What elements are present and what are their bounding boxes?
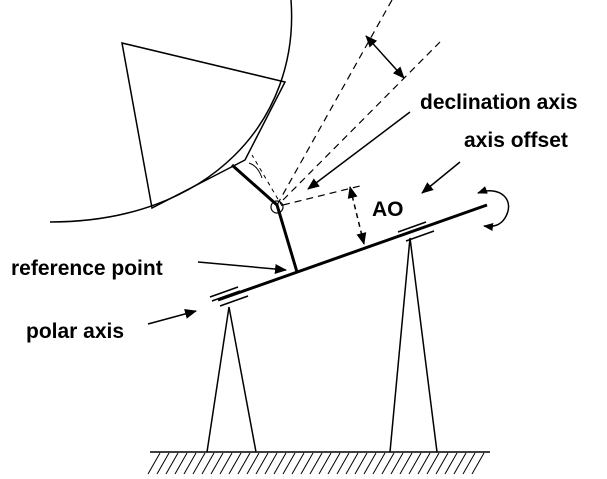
hatch-line	[453, 452, 467, 475]
hatch-line	[291, 452, 305, 475]
hatch-line	[165, 452, 179, 475]
pivot-circle	[270, 200, 284, 214]
declination-arm	[231, 163, 299, 273]
hatch-line	[381, 452, 395, 475]
hatch-line	[219, 452, 233, 475]
hatch-line	[210, 452, 224, 475]
dashed-line-short	[251, 154, 283, 207]
hatch-line	[309, 452, 323, 475]
hatch-line	[273, 452, 287, 475]
hatch-line	[264, 452, 278, 475]
declination-axis-leader	[307, 111, 411, 190]
pier-left	[206, 306, 257, 453]
hatch-line	[183, 452, 197, 475]
hatch-line	[471, 452, 485, 475]
dashed-line-mid	[282, 41, 441, 201]
dashed-line-top	[276, 0, 393, 206]
hatch-line	[327, 452, 341, 475]
hatch-line	[363, 452, 377, 475]
hatch-line	[201, 452, 215, 475]
hatch-line	[237, 452, 251, 475]
dashed-line-low	[282, 185, 361, 206]
rotation-arrow	[477, 186, 510, 231]
hatch-line	[435, 452, 449, 475]
polar-axis-bar	[217, 203, 488, 302]
hatch-line	[246, 452, 260, 475]
bearing-left	[209, 286, 249, 307]
offset-double-arrow	[365, 35, 405, 79]
hatch-line	[372, 452, 386, 475]
polar-axis-leader	[147, 309, 197, 325]
telescope-wedge	[121, 42, 287, 210]
declination-axis-label: declination axis	[420, 91, 578, 114]
axis-offset-label: axis offset	[464, 129, 568, 152]
hatch-line	[408, 452, 422, 475]
hatch-line	[417, 452, 431, 475]
hatch-line	[354, 452, 368, 475]
hatch-line	[345, 452, 359, 475]
ao-label: AO	[372, 198, 404, 221]
hatch-line	[228, 452, 242, 475]
hatch-line	[156, 452, 170, 475]
reference-point-leader	[197, 261, 287, 274]
hatch-line	[462, 452, 476, 475]
right-angle-mark	[248, 162, 263, 179]
hatch-line	[174, 452, 188, 475]
hatch-line	[399, 452, 413, 475]
hatch-line	[192, 452, 206, 475]
hatch-line	[444, 452, 458, 475]
reference-point-label: reference point	[11, 257, 163, 280]
hatch-line	[336, 452, 350, 475]
hatch-line	[426, 452, 440, 475]
axis-offset-leader	[421, 161, 461, 194]
hatch-line	[255, 452, 269, 475]
hatch-line	[300, 452, 314, 475]
hatch-line	[318, 452, 332, 475]
hatch-line	[390, 452, 404, 475]
polar-axis-label: polar axis	[26, 320, 124, 343]
ao-double-arrow	[347, 186, 367, 245]
sphere-arc	[49, 0, 293, 223]
hatch-line	[282, 452, 296, 475]
ground-hatching	[147, 452, 485, 475]
hatch-line	[147, 452, 161, 475]
pier-right	[389, 237, 438, 453]
